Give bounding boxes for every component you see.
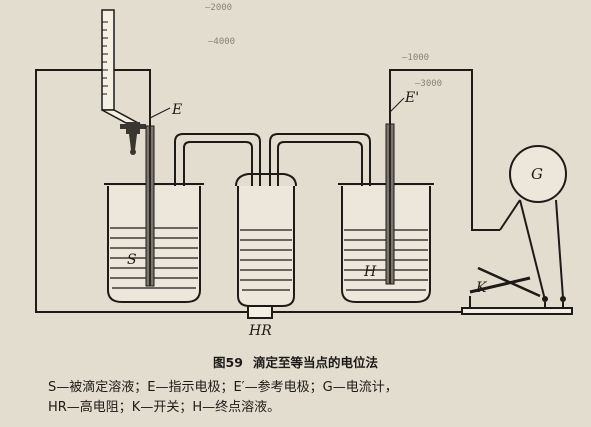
middle-vessel: [235, 173, 297, 307]
reference-electrode: [385, 123, 395, 285]
galvanometer-lead-left: [519, 199, 546, 301]
legend-line-2: HR—高电阻；K—开关；H—终点溶液。: [48, 400, 281, 415]
figure-legend: S—被滴定溶液；E—指示电极；E′—参考电极；G—电流计， HR—高电阻；K—开…: [48, 378, 578, 418]
label-HR: HR: [248, 323, 272, 339]
bleed-text-3: —1000: [402, 53, 429, 63]
label-E-prime: E': [404, 90, 419, 106]
indicator-electrode: [145, 125, 155, 287]
bleed-text-2: —4000: [208, 37, 235, 47]
label-E: E: [171, 102, 182, 118]
titration-apparatus-diagram: —2000 —4000 —1000 —3000: [35, 3, 573, 339]
figure-number: 图59: [213, 355, 243, 370]
label-E-prime-leader: [389, 97, 405, 113]
legend-line-1: S—被滴定溶液；E—指示电极；E′—参考电极；G—电流计，: [48, 380, 398, 395]
high-resistor: [247, 305, 273, 319]
figure-caption: 图59 滴定至等当点的电位法: [0, 352, 591, 371]
label-H: H: [363, 264, 377, 280]
label-E-leader: [149, 107, 171, 119]
bleed-text-1: —2000: [205, 3, 232, 13]
label-K: K: [475, 280, 488, 296]
burette: [101, 9, 146, 155]
left-circuit-wire: [35, 69, 248, 313]
figure-title: 滴定至等当点的电位法: [252, 355, 378, 370]
label-G: G: [531, 165, 543, 183]
right-circuit-wire: [389, 69, 500, 231]
salt-bridges: [174, 133, 371, 270]
bleed-text-4: —3000: [415, 79, 442, 89]
galvanometer-lead-right: [555, 199, 564, 299]
galvanometer: [499, 145, 567, 231]
label-S: S: [127, 252, 137, 268]
switch: [461, 266, 573, 315]
